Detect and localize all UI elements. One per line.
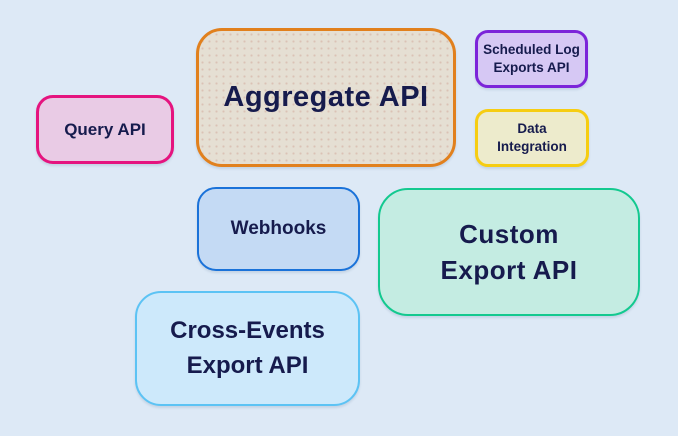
node-data-integration-label: Data Integration <box>497 121 567 154</box>
node-query-api: Query API <box>36 95 174 164</box>
node-custom-export-api: Custom Export API <box>378 188 640 316</box>
node-custom-export-api-label: Custom Export API <box>440 218 578 285</box>
node-data-integration: Data Integration <box>475 109 589 167</box>
node-webhooks: Webhooks <box>197 187 360 271</box>
node-aggregate-api: Aggregate API <box>196 28 456 167</box>
node-webhooks-label: Webhooks <box>230 218 327 239</box>
node-query-api-label: Query API <box>64 119 146 139</box>
node-cross-events-export-api-label: Cross-Events Export API <box>170 316 325 379</box>
node-cross-events-export-api: Cross-Events Export API <box>135 291 360 406</box>
node-scheduled-log-exports-api: Scheduled Log Exports API <box>475 30 588 88</box>
node-scheduled-log-exports-api-label: Scheduled Log Exports API <box>483 42 580 75</box>
node-aggregate-api-label: Aggregate API <box>223 81 429 113</box>
